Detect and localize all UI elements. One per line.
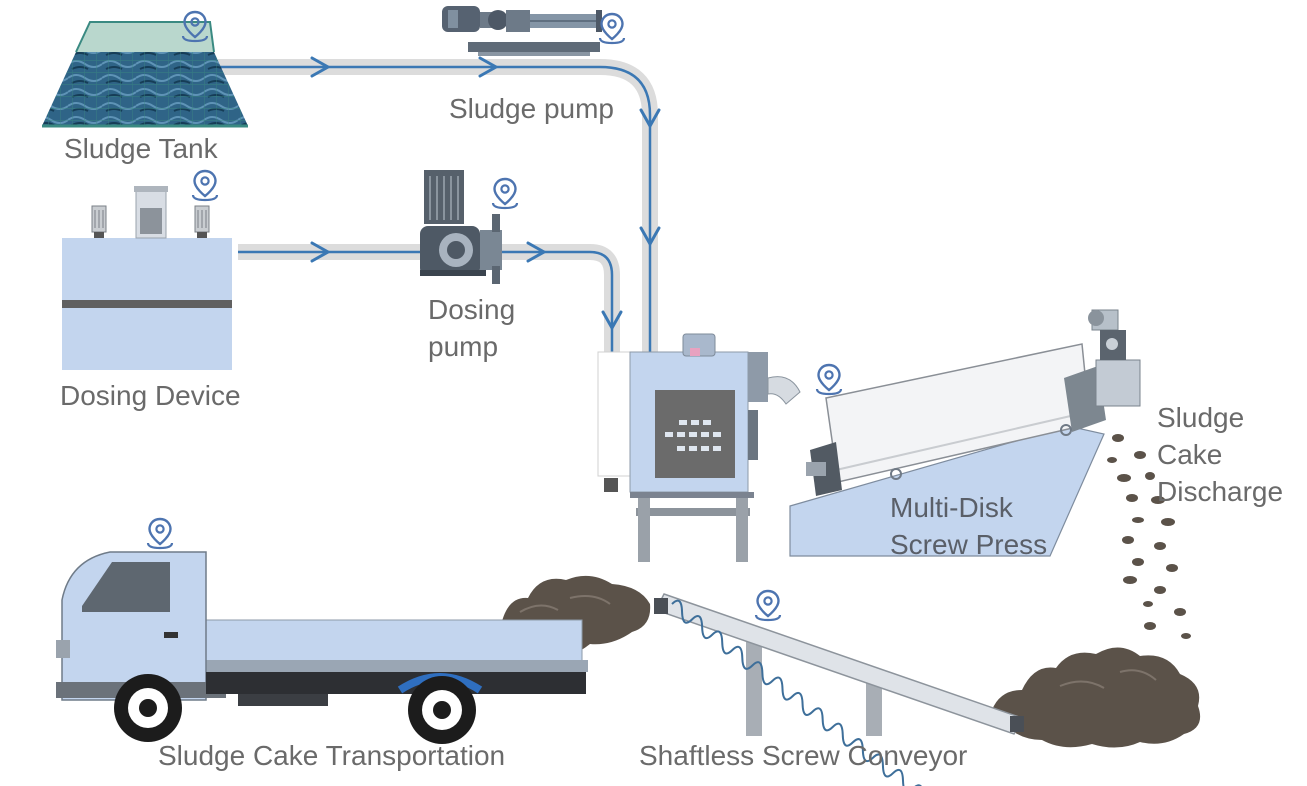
dosing-pump	[420, 170, 502, 284]
label-sludge-pump: Sludge pump	[449, 93, 615, 124]
label-cake-discharge-line1: Sludge	[1157, 402, 1245, 433]
label-conveyor: Shaftless Screw Conveyor	[639, 740, 968, 771]
flow-arrow-icon	[526, 241, 548, 263]
label-transportation: Sludge Cake Transportation	[158, 740, 506, 771]
flow-arrow-icon	[310, 56, 332, 78]
multi-disk-screw-press	[789, 309, 1141, 557]
sludge-pile-ground	[992, 647, 1201, 748]
label-dosing-pump: Dosing pump	[428, 291, 515, 365]
label-cake-discharge-line2: Cake	[1157, 439, 1223, 470]
label-dosing-pump-line1: Dosing	[428, 294, 516, 325]
flocculation-tank	[597, 333, 801, 562]
label-screw-press-line2: Screw Press	[890, 529, 1048, 560]
location-pin-icon	[754, 589, 782, 622]
shaftless-screw-conveyor	[654, 593, 1024, 786]
flow-arrow-icon	[639, 226, 661, 248]
location-pin-icon	[598, 12, 626, 45]
dosing-device	[62, 186, 232, 370]
label-dosing-pump-line2: pump	[428, 331, 499, 362]
sludge-cake-drops	[1107, 434, 1191, 639]
flow-arrow-icon	[639, 108, 661, 130]
flow-arrow-icon	[601, 310, 623, 332]
location-pin-icon	[491, 177, 519, 210]
pipe-dosing-line	[238, 244, 620, 355]
location-pin-icon	[146, 517, 174, 550]
label-screw-press-line1: Multi-Disk	[890, 492, 1013, 523]
label-sludge-tank: Sludge Tank	[64, 133, 218, 164]
truck	[56, 551, 588, 744]
sludge-tank	[42, 21, 248, 128]
flow-arrow-icon	[310, 241, 332, 263]
location-pin-icon	[191, 169, 219, 202]
flow-arrows	[310, 56, 661, 332]
label-dosing-device: Dosing Device	[60, 380, 241, 411]
flow-arrow-icon	[478, 56, 500, 78]
label-cake-discharge-line3: Discharge	[1157, 476, 1284, 507]
pipe-sludge-line	[218, 59, 658, 355]
sludge-pump	[442, 6, 602, 56]
label-screw-press: Multi-Disk Screw Press	[890, 489, 1047, 563]
location-pin-icon	[815, 363, 843, 396]
label-cake-discharge: Sludge Cake Discharge	[1157, 399, 1283, 510]
